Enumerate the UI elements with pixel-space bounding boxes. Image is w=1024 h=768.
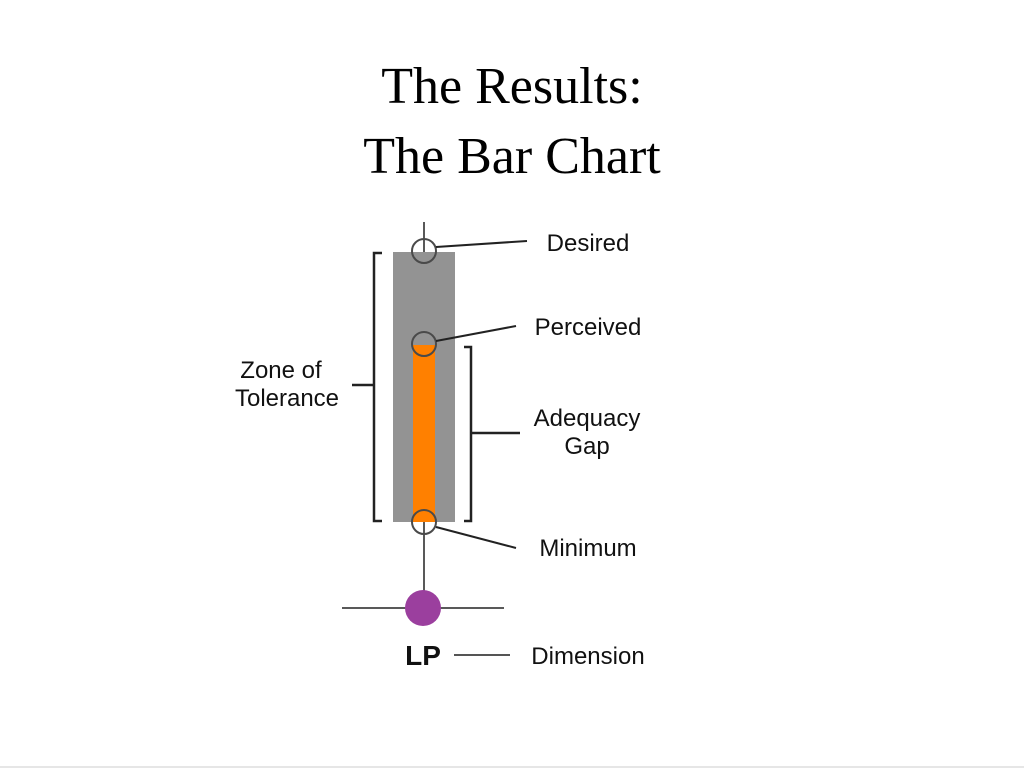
lp-marker-dot <box>405 590 441 626</box>
perceived-leader-line <box>435 325 517 342</box>
minimum-marker-circle <box>411 509 437 535</box>
title-line-2: The Bar Chart <box>363 128 661 185</box>
adequacy-label-line-1: Adequacy <box>534 405 641 432</box>
desired-leader-line <box>435 240 528 248</box>
minimum-label: Minimum <box>539 535 636 562</box>
lp-label: LP <box>405 640 441 671</box>
slide-title: The Results: The Bar Chart <box>0 52 1024 192</box>
perceived-label: Perceived <box>535 314 642 341</box>
dimension-label: Dimension <box>531 643 644 670</box>
zone-label-line-1: Zone of <box>240 357 322 384</box>
desired-marker-circle <box>411 238 437 264</box>
minimum-leader-line <box>435 526 517 549</box>
adequacy-label-line-2: Gap <box>564 433 609 460</box>
desired-label: Desired <box>547 230 630 257</box>
zone-label-line-2: Tolerance <box>235 385 339 412</box>
tolerance-bracket <box>352 251 382 523</box>
bottom-divider <box>0 766 1024 768</box>
title-line-1: The Results: <box>381 58 643 115</box>
adequacy-gap-bar <box>413 345 435 522</box>
perceived-marker-circle <box>411 331 437 357</box>
adequacy-gap-bracket <box>464 345 520 523</box>
